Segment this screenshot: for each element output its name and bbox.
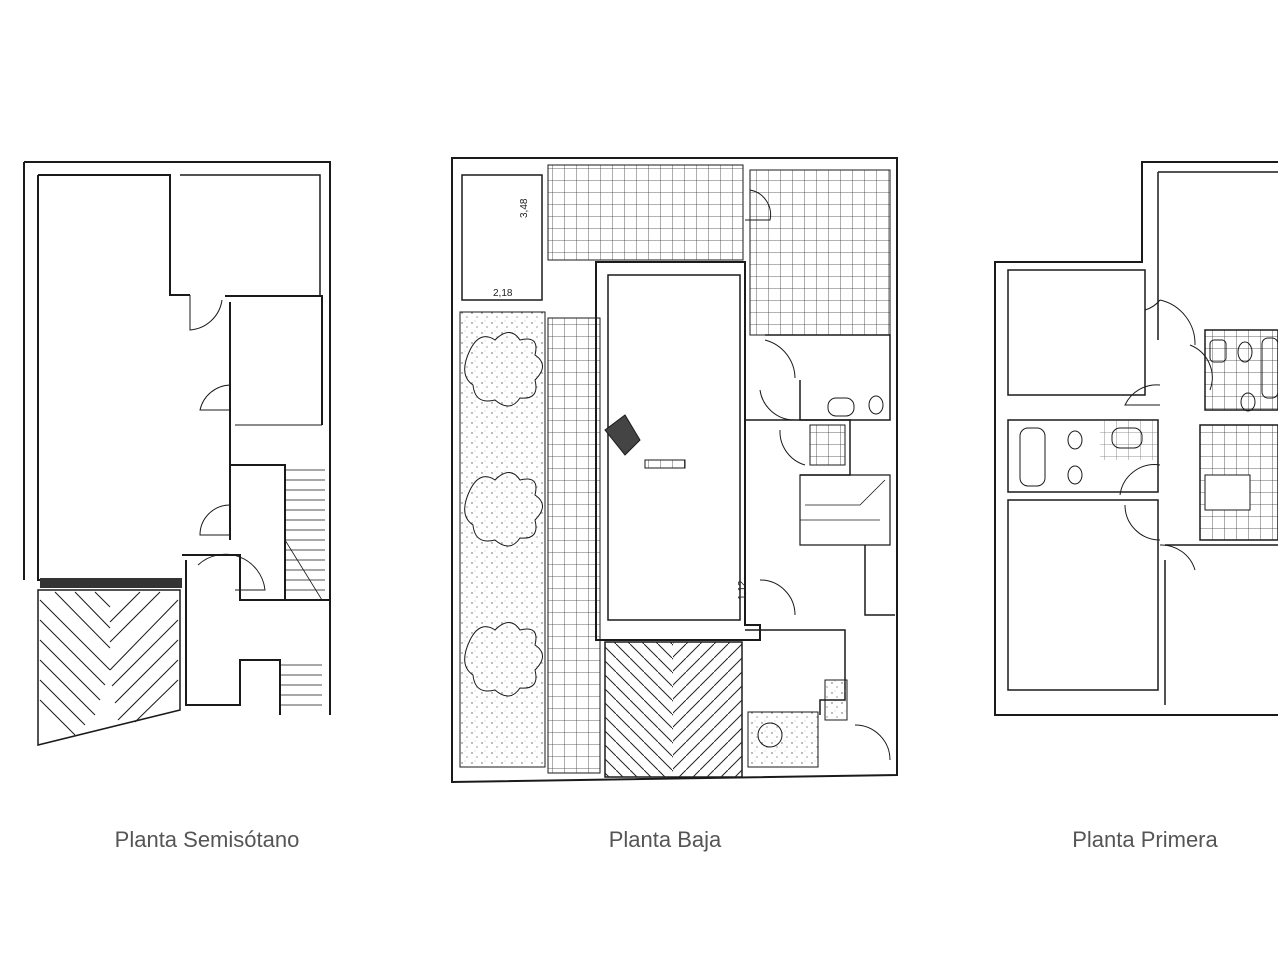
living-room [595, 261, 761, 641]
inner-wall [185, 560, 281, 715]
inner-wall [37, 175, 180, 581]
pool [461, 174, 543, 301]
bedroom [1007, 499, 1159, 691]
inner-wall [1164, 544, 1278, 705]
plan-baja: 3,48 2,18 1,12 [451, 157, 898, 784]
outer-wall [24, 161, 331, 715]
inner-wall [182, 554, 330, 601]
washbasin [827, 397, 855, 417]
stair-void [1204, 474, 1251, 511]
wall-band [40, 578, 182, 588]
bidet [1240, 392, 1256, 412]
door-swing [1159, 544, 1196, 571]
bathroom [765, 334, 891, 421]
outer-wall [451, 157, 898, 784]
door-swing [759, 579, 796, 616]
bidet [1067, 430, 1083, 450]
door-swing [1189, 344, 1213, 391]
door-swing [189, 295, 223, 331]
fireplace [604, 414, 641, 456]
door-swing [1159, 299, 1196, 346]
stair-line [805, 479, 886, 506]
plan-caption-baja: Planta Baja [608, 827, 722, 852]
outer-wall [994, 161, 1278, 716]
toilet [868, 395, 884, 415]
door-swing [764, 339, 796, 379]
plan-caption-semisotano: Planta Semisótano [114, 827, 300, 852]
plan-caption-primera: Planta Primera [1072, 827, 1218, 852]
planter [824, 679, 848, 721]
door-swing [1124, 384, 1161, 406]
kitchen-tiles [809, 424, 846, 466]
door-swing [1119, 464, 1161, 496]
plan-semisotano [23, 161, 331, 746]
inner-wall [230, 464, 286, 600]
tiled-path [547, 317, 601, 774]
inner-wall [225, 295, 323, 425]
door-swing [854, 724, 891, 761]
inner-wall [864, 545, 895, 616]
dimension-label: 3,48 [519, 198, 530, 218]
garage-hatch [604, 641, 743, 778]
bathtub [1261, 337, 1278, 399]
door-swing [197, 553, 266, 591]
washing-machine [757, 722, 783, 748]
fireplace-hearth [644, 459, 686, 469]
stairs [280, 469, 325, 706]
dimension-label: 1,12 [737, 580, 748, 600]
kitchen [745, 419, 851, 476]
laundry-yard [747, 711, 819, 768]
door-swing [779, 429, 806, 466]
toilet [1067, 465, 1083, 485]
inner-wall [38, 174, 190, 296]
door-swing [745, 189, 772, 221]
door-swing [759, 389, 796, 421]
staircase [799, 474, 891, 546]
washbasin [1209, 339, 1227, 363]
living-room-inner [607, 274, 741, 621]
tree [464, 332, 543, 697]
inner-wall [180, 174, 321, 295]
door-swing [199, 384, 231, 411]
garden [459, 311, 546, 768]
toilet [1237, 341, 1253, 363]
bedroom [1007, 269, 1146, 396]
door-swing [1144, 280, 1161, 311]
ramp-hatch [37, 589, 181, 746]
door-swing [199, 504, 231, 536]
dimension-label: 2,18 [493, 288, 513, 299]
tiled-terrace [749, 169, 891, 336]
plan-primera [994, 161, 1278, 716]
door-swing [1124, 504, 1161, 541]
bathroom-tiles [1100, 420, 1158, 460]
tiled-terrace [547, 164, 744, 261]
bathtub [1019, 427, 1046, 487]
